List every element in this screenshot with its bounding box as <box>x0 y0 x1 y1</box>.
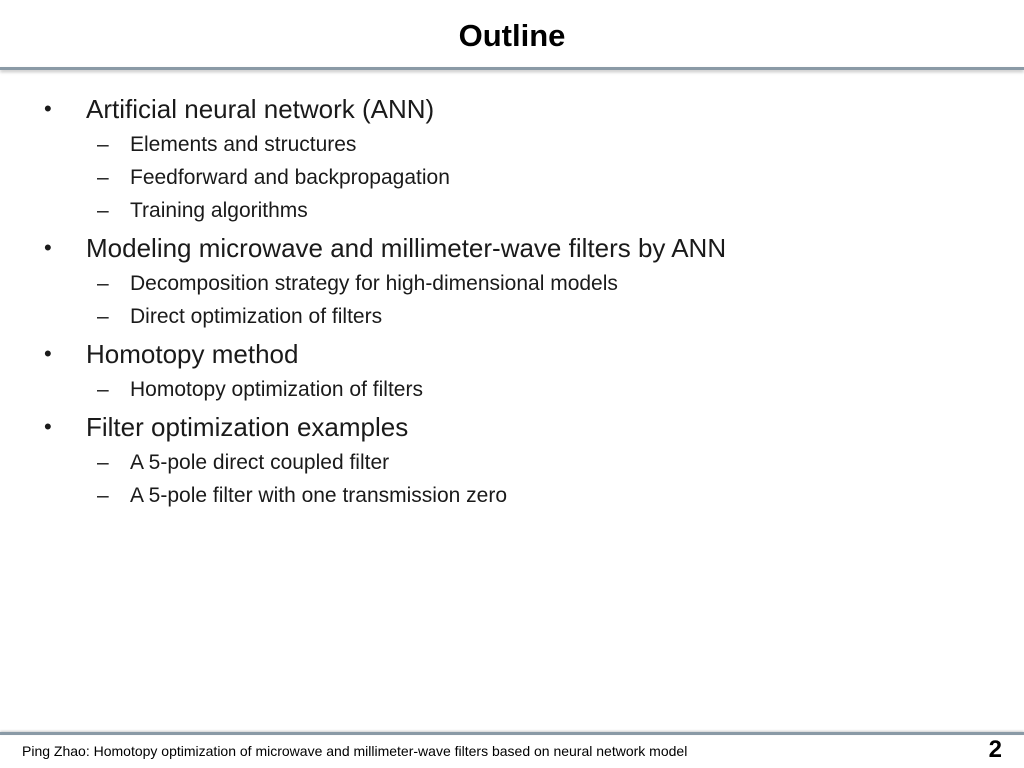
bullet-dot-icon: • <box>44 341 52 366</box>
outline-subitem: – A 5-pole filter with one transmission … <box>0 479 1000 512</box>
outline-subitem: – A 5-pole direct coupled filter <box>0 446 1000 479</box>
bullet-dot-icon: • <box>44 235 52 260</box>
title-divider <box>0 67 1024 70</box>
dash-marker-icon: – <box>97 484 109 507</box>
footer-citation: Ping Zhao: Homotopy optimization of micr… <box>22 743 688 759</box>
outline-item: • Modeling microwave and millimeter-wave… <box>0 229 1000 267</box>
outline-item-text: Modeling microwave and millimeter-wave f… <box>86 233 727 263</box>
outline-subitem: – Feedforward and backpropagation <box>0 161 1000 194</box>
dash-marker-icon: – <box>97 451 109 474</box>
outline-subitem-text: Feedforward and backpropagation <box>130 166 450 189</box>
dash-marker-icon: – <box>97 272 109 295</box>
outline-subitem: – Homotopy optimization of filters <box>0 373 1000 406</box>
outline-item-text: Filter optimization examples <box>86 412 409 442</box>
outline-subitem-text: A 5-pole direct coupled filter <box>130 451 390 474</box>
outline-subitem-text: Direct optimization of filters <box>130 305 383 328</box>
outline-item: • Filter optimization examples <box>0 408 1000 446</box>
outline-subitem-text: Homotopy optimization of filters <box>130 378 423 401</box>
dash-marker-icon: – <box>97 199 109 222</box>
outline-subitem: – Training algorithms <box>0 194 1000 227</box>
dash-marker-icon: – <box>97 305 109 328</box>
outline-subitem-text: Decomposition strategy for high-dimensio… <box>130 272 618 295</box>
dash-marker-icon: – <box>97 133 109 156</box>
outline-section-modeling: • Modeling microwave and millimeter-wave… <box>0 229 1000 333</box>
footer-divider <box>0 732 1024 735</box>
outline-list: • Artificial neural network (ANN) – Elem… <box>0 90 1000 514</box>
outline-item-text: Homotopy method <box>86 339 299 369</box>
dash-marker-icon: – <box>97 378 109 401</box>
outline-subitem: – Decomposition strategy for high-dimens… <box>0 267 1000 300</box>
outline-item: • Homotopy method <box>0 335 1000 373</box>
bullet-dot-icon: • <box>44 96 52 121</box>
outline-section-homotopy: • Homotopy method – Homotopy optimizatio… <box>0 335 1000 406</box>
page-number: 2 <box>988 736 1002 763</box>
outline-item: • Artificial neural network (ANN) <box>0 90 1000 128</box>
outline-section-examples: • Filter optimization examples – A 5-pol… <box>0 408 1000 512</box>
outline-subitem-text: A 5-pole filter with one transmission ze… <box>130 484 508 507</box>
bullet-dot-icon: • <box>44 414 52 439</box>
outline-subitem-text: Elements and structures <box>130 133 357 156</box>
outline-subitem: – Direct optimization of filters <box>0 300 1000 333</box>
dash-marker-icon: – <box>97 166 109 189</box>
outline-subitem-text: Training algorithms <box>130 199 308 222</box>
slide-title: Outline <box>458 18 566 53</box>
outline-item-text: Artificial neural network (ANN) <box>86 94 435 124</box>
outline-subitem: – Elements and structures <box>0 128 1000 161</box>
outline-section-ann: • Artificial neural network (ANN) – Elem… <box>0 90 1000 227</box>
